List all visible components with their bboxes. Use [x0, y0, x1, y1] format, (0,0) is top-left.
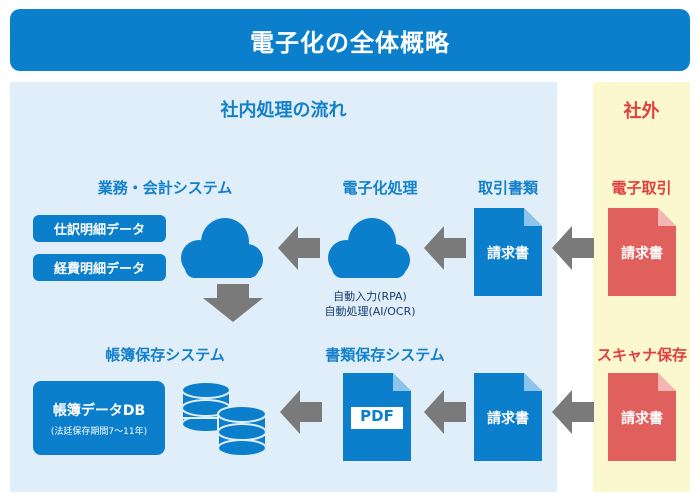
left-arrow-icon: [424, 226, 466, 270]
scanner-invoice-label: 請求書: [621, 411, 663, 427]
down-arrow-icon: [203, 284, 263, 322]
ai-ocr-note: 自動処理(AI/OCR): [324, 305, 416, 318]
scanner-label: スキャナ保存: [596, 346, 687, 364]
left-arrow-icon: [424, 390, 466, 434]
page-title-banner: 電子化の全体概略: [10, 9, 690, 71]
left-arrow-icon: [280, 390, 322, 434]
internal-title: 社内処理の流れ: [220, 100, 347, 121]
invoice-label: 請求書: [487, 246, 529, 262]
pdf-document-icon: [343, 373, 411, 461]
scanned-invoice-label: 請求書: [487, 411, 529, 427]
e-trade-invoice-label: 請求書: [621, 246, 663, 262]
left-arrow-icon: [278, 226, 320, 270]
trade-docs-label: 取引書類: [477, 179, 538, 197]
business-system-label: 業務・会計システム: [97, 179, 233, 197]
ledger-db-note: (法廷保存期間7～11年): [50, 426, 148, 437]
invoice-document-icon: [474, 373, 542, 461]
journal-detail-data: 仕訳明細データ: [33, 215, 166, 242]
left-arrow-icon: [552, 390, 594, 434]
database-icon: [181, 381, 267, 457]
pdf-label: PDF: [360, 407, 394, 425]
digitization-label: 電子化処理: [342, 179, 418, 197]
external-title: 社外: [623, 101, 660, 122]
e-trade-label: 電子取引: [611, 179, 672, 197]
cloud-icon: [181, 218, 263, 278]
ledger-system-label: 帳簿保存システム: [105, 346, 225, 364]
invoice-document-icon: [608, 373, 676, 461]
invoice-document-icon: [608, 208, 676, 296]
expense-detail-data: 経費明細データ: [33, 254, 166, 281]
ledger-db-box: 帳簿データDB (法廷保存期間7～11年): [33, 381, 165, 455]
invoice-document-icon: [474, 208, 542, 296]
ledger-db-title: 帳簿データDB: [52, 402, 146, 419]
doc-system-label: 書類保存システム: [325, 346, 445, 364]
rpa-note: 自動入力(RPA): [333, 290, 407, 303]
cloud-icon: [328, 218, 410, 278]
left-arrow-icon: [552, 226, 594, 270]
page-title: 電子化の全体概略: [250, 28, 450, 57]
